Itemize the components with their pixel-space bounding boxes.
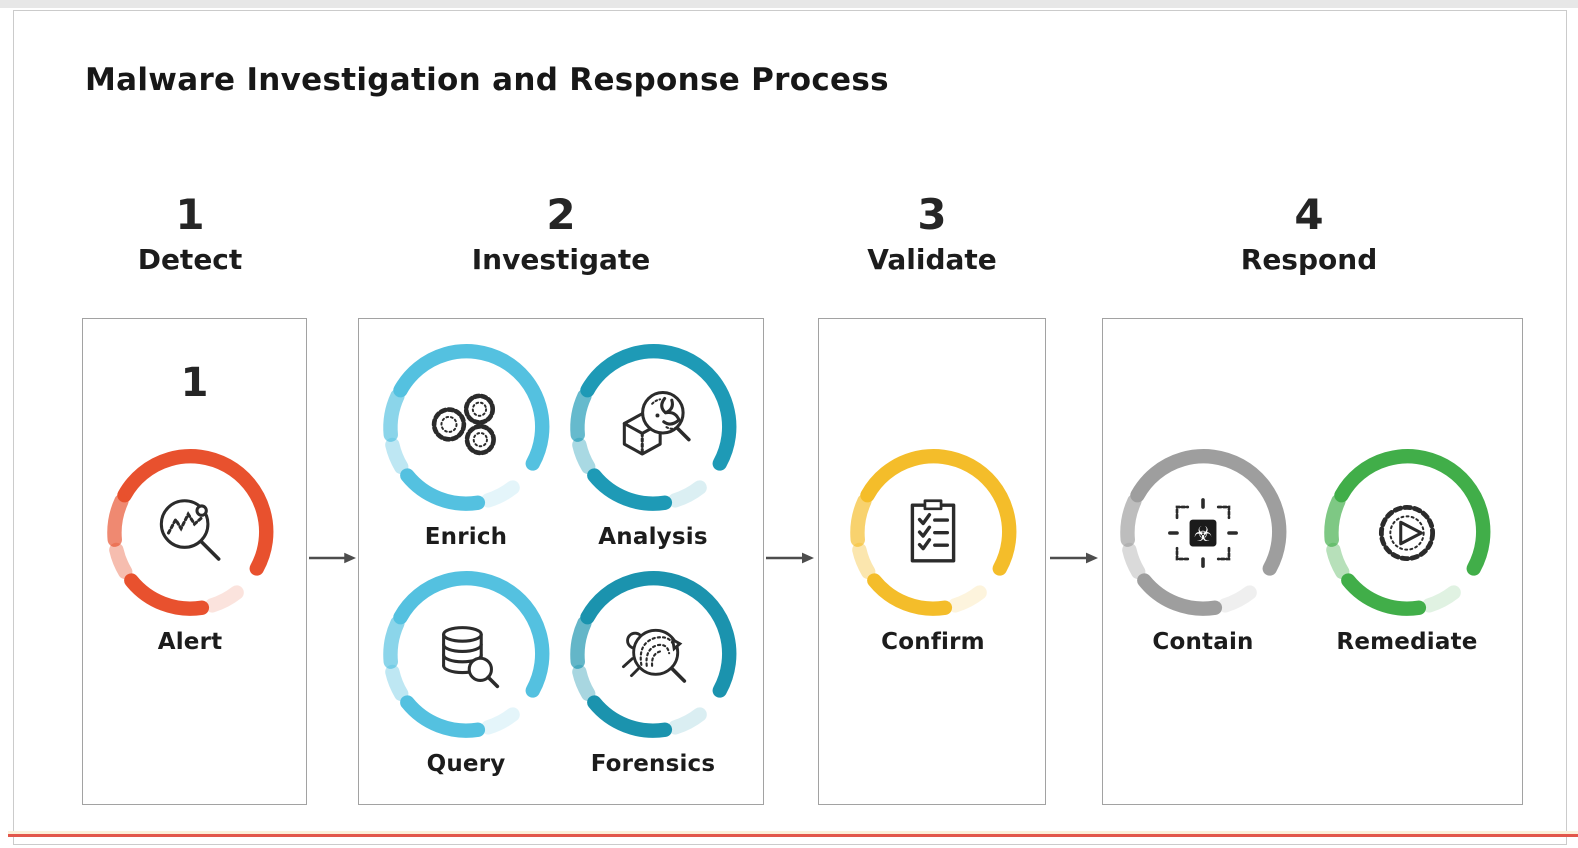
step-label: Analysis: [598, 524, 708, 550]
contain-ring: ☣: [1113, 443, 1293, 623]
flow-arrow-icon: [766, 549, 814, 567]
gears-icon: [431, 393, 496, 456]
step-analysis: Analysis: [558, 338, 748, 550]
step-alert: Alert: [95, 443, 285, 655]
stage-label: Investigate: [471, 243, 651, 277]
contain-target-icon: ☣: [1168, 498, 1238, 568]
enrich-ring: [376, 338, 556, 518]
step-remediate: Remediate: [1312, 443, 1502, 655]
step-label: Remediate: [1336, 629, 1478, 655]
alert-magnifier-icon: [159, 499, 221, 561]
stage-header-investigate: 2 Investigate: [471, 190, 651, 277]
step-forensics: Forensics: [558, 565, 748, 777]
stage-header-detect: 1 Detect: [137, 190, 243, 277]
stage-box-respond: [1102, 318, 1523, 805]
top-strip: [0, 0, 1578, 8]
bug-forensics-icon: [622, 628, 687, 683]
step-label: Query: [426, 751, 506, 777]
step-enrich: Enrich: [371, 338, 561, 550]
step-contain: ☣ Contain: [1108, 443, 1298, 655]
svg-text:☣: ☣: [1194, 522, 1212, 546]
bottom-accent-glow: [8, 831, 1578, 834]
stage-label: Respond: [1240, 243, 1378, 277]
step-label: Contain: [1152, 629, 1254, 655]
alert-ring: [100, 443, 280, 623]
malware-analysis-icon: [622, 391, 691, 456]
stage-header-respond: 4 Respond: [1240, 190, 1378, 277]
forensics-ring: [563, 565, 743, 745]
stage-number: 2: [546, 190, 576, 239]
stage-header-validate: 3 Validate: [867, 190, 997, 277]
stage-label: Validate: [867, 243, 997, 277]
flow-arrow-icon: [309, 549, 356, 567]
remediate-ring: [1317, 443, 1497, 623]
step-confirm: Confirm: [838, 443, 1028, 655]
page-title: Malware Investigation and Response Proce…: [85, 62, 889, 98]
bottom-accent-line: [8, 834, 1578, 837]
query-ring: [376, 565, 556, 745]
checklist-clipboard-icon: [910, 499, 956, 563]
stage-number: 3: [917, 190, 947, 239]
flow-arrow-icon: [1050, 549, 1098, 567]
stage-number: 1: [175, 190, 205, 239]
stage-label: Detect: [137, 243, 243, 277]
step-label: Forensics: [590, 751, 716, 777]
step-label: Alert: [157, 629, 223, 655]
detect-inner-number: 1: [180, 360, 209, 406]
step-query: Query: [371, 565, 561, 777]
step-label: Enrich: [424, 524, 508, 550]
stage-number: 4: [1294, 190, 1324, 239]
confirm-ring: [843, 443, 1023, 623]
step-label: Confirm: [881, 629, 985, 655]
database-query-icon: [442, 626, 500, 689]
gear-play-icon: [1378, 504, 1436, 562]
analysis-ring: [563, 338, 743, 518]
